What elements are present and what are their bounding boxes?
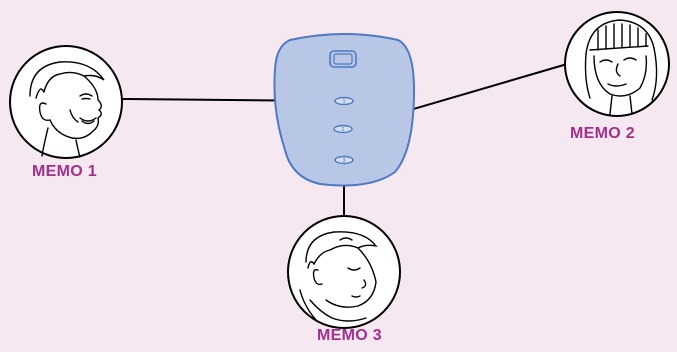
memo-button-2-label: 2 [342,127,345,133]
memo-button-3[interactable]: 3 [334,155,354,165]
memo-2-label: MEMO 2 [570,125,635,142]
woman-with-bangs-portrait [564,11,670,117]
sleeping-child-portrait [287,215,401,329]
memo-3-label: MEMO 3 [317,327,382,344]
memo-button-1[interactable]: 1 [334,96,354,106]
device-body [273,33,416,187]
memo-button-1-label: 1 [343,99,346,105]
smiling-man-portrait [9,45,123,159]
screen-icon [329,50,357,68]
memo-button-3-label: 3 [343,158,346,164]
memo-device: 1 2 3 [273,33,416,187]
memo-1-label: MEMO 1 [32,163,97,180]
memo-button-2[interactable]: 2 [333,124,353,134]
